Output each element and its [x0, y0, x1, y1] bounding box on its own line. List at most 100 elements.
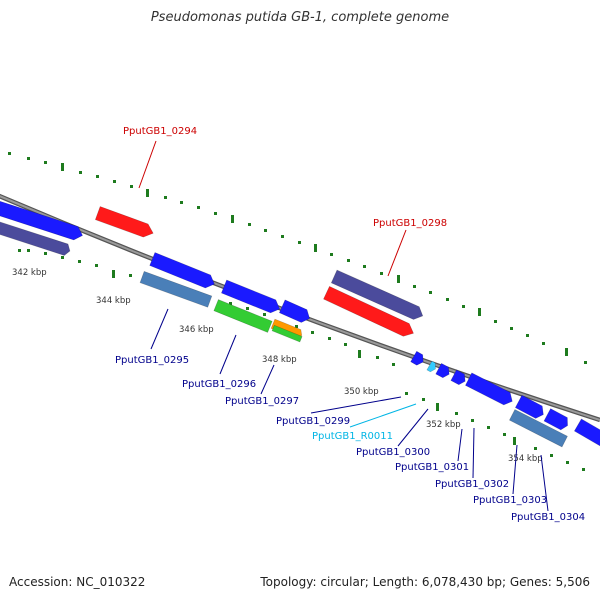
- gene-arrow-f15[interactable]: [450, 369, 468, 387]
- gene-label[interactable]: PputGB1_0297: [225, 396, 299, 407]
- inner-tick-dot: [44, 252, 47, 255]
- outer-tick-dot: [214, 212, 217, 215]
- outer-tick-dot: [264, 229, 267, 232]
- outer-tick-major: [146, 189, 149, 197]
- gene-feature[interactable]: [0, 218, 72, 256]
- leader-line: [150, 308, 169, 350]
- gene-feature[interactable]: [323, 285, 417, 339]
- inner-tick-dot: [18, 249, 21, 252]
- tick-label: 342 kbp: [12, 268, 47, 278]
- inner-tick-dot: [129, 274, 132, 277]
- gene-label[interactable]: PputGB1_0303: [473, 495, 547, 506]
- gene-feature[interactable]: [94, 206, 155, 240]
- gene-label[interactable]: PputGB1_R0011: [312, 431, 393, 442]
- gene-feature[interactable]: [410, 350, 427, 367]
- gene-feature[interactable]: [0, 197, 85, 242]
- inner-tick-dot: [534, 447, 537, 450]
- gene-arrow-f11[interactable]: [323, 285, 417, 339]
- tick-label: 352 kbp: [426, 420, 461, 430]
- inner-tick-dot: [295, 325, 298, 328]
- outer-tick-dot: [584, 361, 587, 364]
- gene-label[interactable]: PputGB1_0302: [435, 479, 509, 490]
- genome-backbone-highlight: [0, 195, 600, 421]
- gene-arrow-f17b[interactable]: [543, 408, 571, 432]
- inner-tick-ring: [18, 249, 585, 471]
- gene-feature[interactable]: [465, 372, 515, 408]
- gene-arrow-f4[interactable]: [149, 252, 217, 291]
- leader-line: [457, 428, 463, 462]
- gene-label[interactable]: PputGB1_0295: [115, 355, 189, 366]
- gene-feature[interactable]: [435, 362, 452, 379]
- inner-tick-dot: [503, 433, 506, 436]
- gene-feature[interactable]: [426, 360, 438, 373]
- inner-tick-dot: [78, 260, 81, 263]
- inner-tick-dot: [422, 398, 425, 401]
- gene-arrow-f18[interactable]: [509, 409, 568, 448]
- outer-tick-dot: [44, 161, 47, 164]
- gene-label[interactable]: PputGB1_0296: [182, 379, 256, 390]
- gene-label[interactable]: PputGB1_0304: [511, 512, 585, 523]
- gene-arrow-f1[interactable]: [0, 197, 85, 242]
- inner-tick-dot: [455, 412, 458, 415]
- outer-tick-dot: [298, 241, 301, 244]
- gene-feature[interactable]: [213, 299, 273, 333]
- gene-feature[interactable]: [509, 409, 568, 448]
- inner-tick-dot: [376, 356, 379, 359]
- gene-arrow-f17a[interactable]: [514, 394, 546, 421]
- gene-feature[interactable]: [278, 299, 312, 325]
- inner-tick-dot: [95, 264, 98, 267]
- leader-line: [472, 427, 475, 479]
- leader-line: [540, 454, 549, 512]
- leader-line: [310, 396, 402, 414]
- outer-tick-dot: [113, 180, 116, 183]
- inner-tick-dot: [263, 313, 266, 316]
- gene-arrow-f10[interactable]: [330, 269, 425, 322]
- gene-label[interactable]: PputGB1_0301: [395, 462, 469, 473]
- gene-arrow-f14[interactable]: [435, 362, 452, 379]
- gene-label[interactable]: PputGB1_0299: [276, 416, 350, 427]
- inner-tick-dot: [582, 468, 585, 471]
- gene-arrow-f12[interactable]: [410, 350, 427, 367]
- inner-tick-dot: [392, 363, 395, 366]
- gene-arrow-f19[interactable]: [573, 418, 600, 449]
- gene-feature[interactable]: [450, 369, 468, 387]
- gene-features: [0, 197, 600, 449]
- gene-arrow-f3[interactable]: [94, 206, 155, 240]
- gene-feature[interactable]: [330, 269, 425, 322]
- tick-label: 354 kbp: [508, 454, 543, 464]
- gene-feature[interactable]: [221, 279, 282, 315]
- inner-tick-dot: [344, 343, 347, 346]
- outer-tick-dot: [197, 206, 200, 209]
- gene-label[interactable]: PputGB1_0294: [123, 126, 197, 137]
- leader-line: [397, 408, 429, 447]
- outer-tick-dot: [542, 342, 545, 345]
- outer-tick-dot: [494, 320, 497, 323]
- outer-tick-major: [61, 163, 64, 171]
- outer-tick-dot: [380, 272, 383, 275]
- gene-arrow-f16[interactable]: [465, 372, 515, 408]
- gene-arrow-f7[interactable]: [213, 299, 273, 333]
- gene-feature[interactable]: [514, 394, 546, 421]
- gene-label[interactable]: PputGB1_0300: [356, 447, 430, 458]
- inner-tick-dot: [311, 331, 314, 334]
- outer-tick-dot: [446, 298, 449, 301]
- outer-tick-dot: [462, 305, 465, 308]
- gene-arrow-f8[interactable]: [278, 299, 312, 325]
- outer-tick-dot: [413, 285, 416, 288]
- label-leader-lines: [138, 140, 549, 512]
- outer-tick-major: [397, 275, 400, 283]
- gene-label[interactable]: PputGB1_0298: [373, 218, 447, 229]
- gene-arrow-f7b[interactable]: [271, 324, 303, 343]
- outer-tick-dot: [429, 291, 432, 294]
- gene-feature[interactable]: [139, 271, 213, 308]
- outer-tick-dot: [281, 235, 284, 238]
- gene-arrow-f6[interactable]: [221, 279, 282, 315]
- gene-arrow-f2[interactable]: [0, 218, 72, 256]
- gene-feature[interactable]: [149, 252, 217, 291]
- gene-arrow-f5[interactable]: [139, 271, 213, 308]
- gene-feature[interactable]: [573, 418, 600, 449]
- gene-feature[interactable]: [271, 324, 303, 343]
- gene-feature[interactable]: [543, 408, 571, 432]
- gene-arrow-f13[interactable]: [426, 360, 438, 373]
